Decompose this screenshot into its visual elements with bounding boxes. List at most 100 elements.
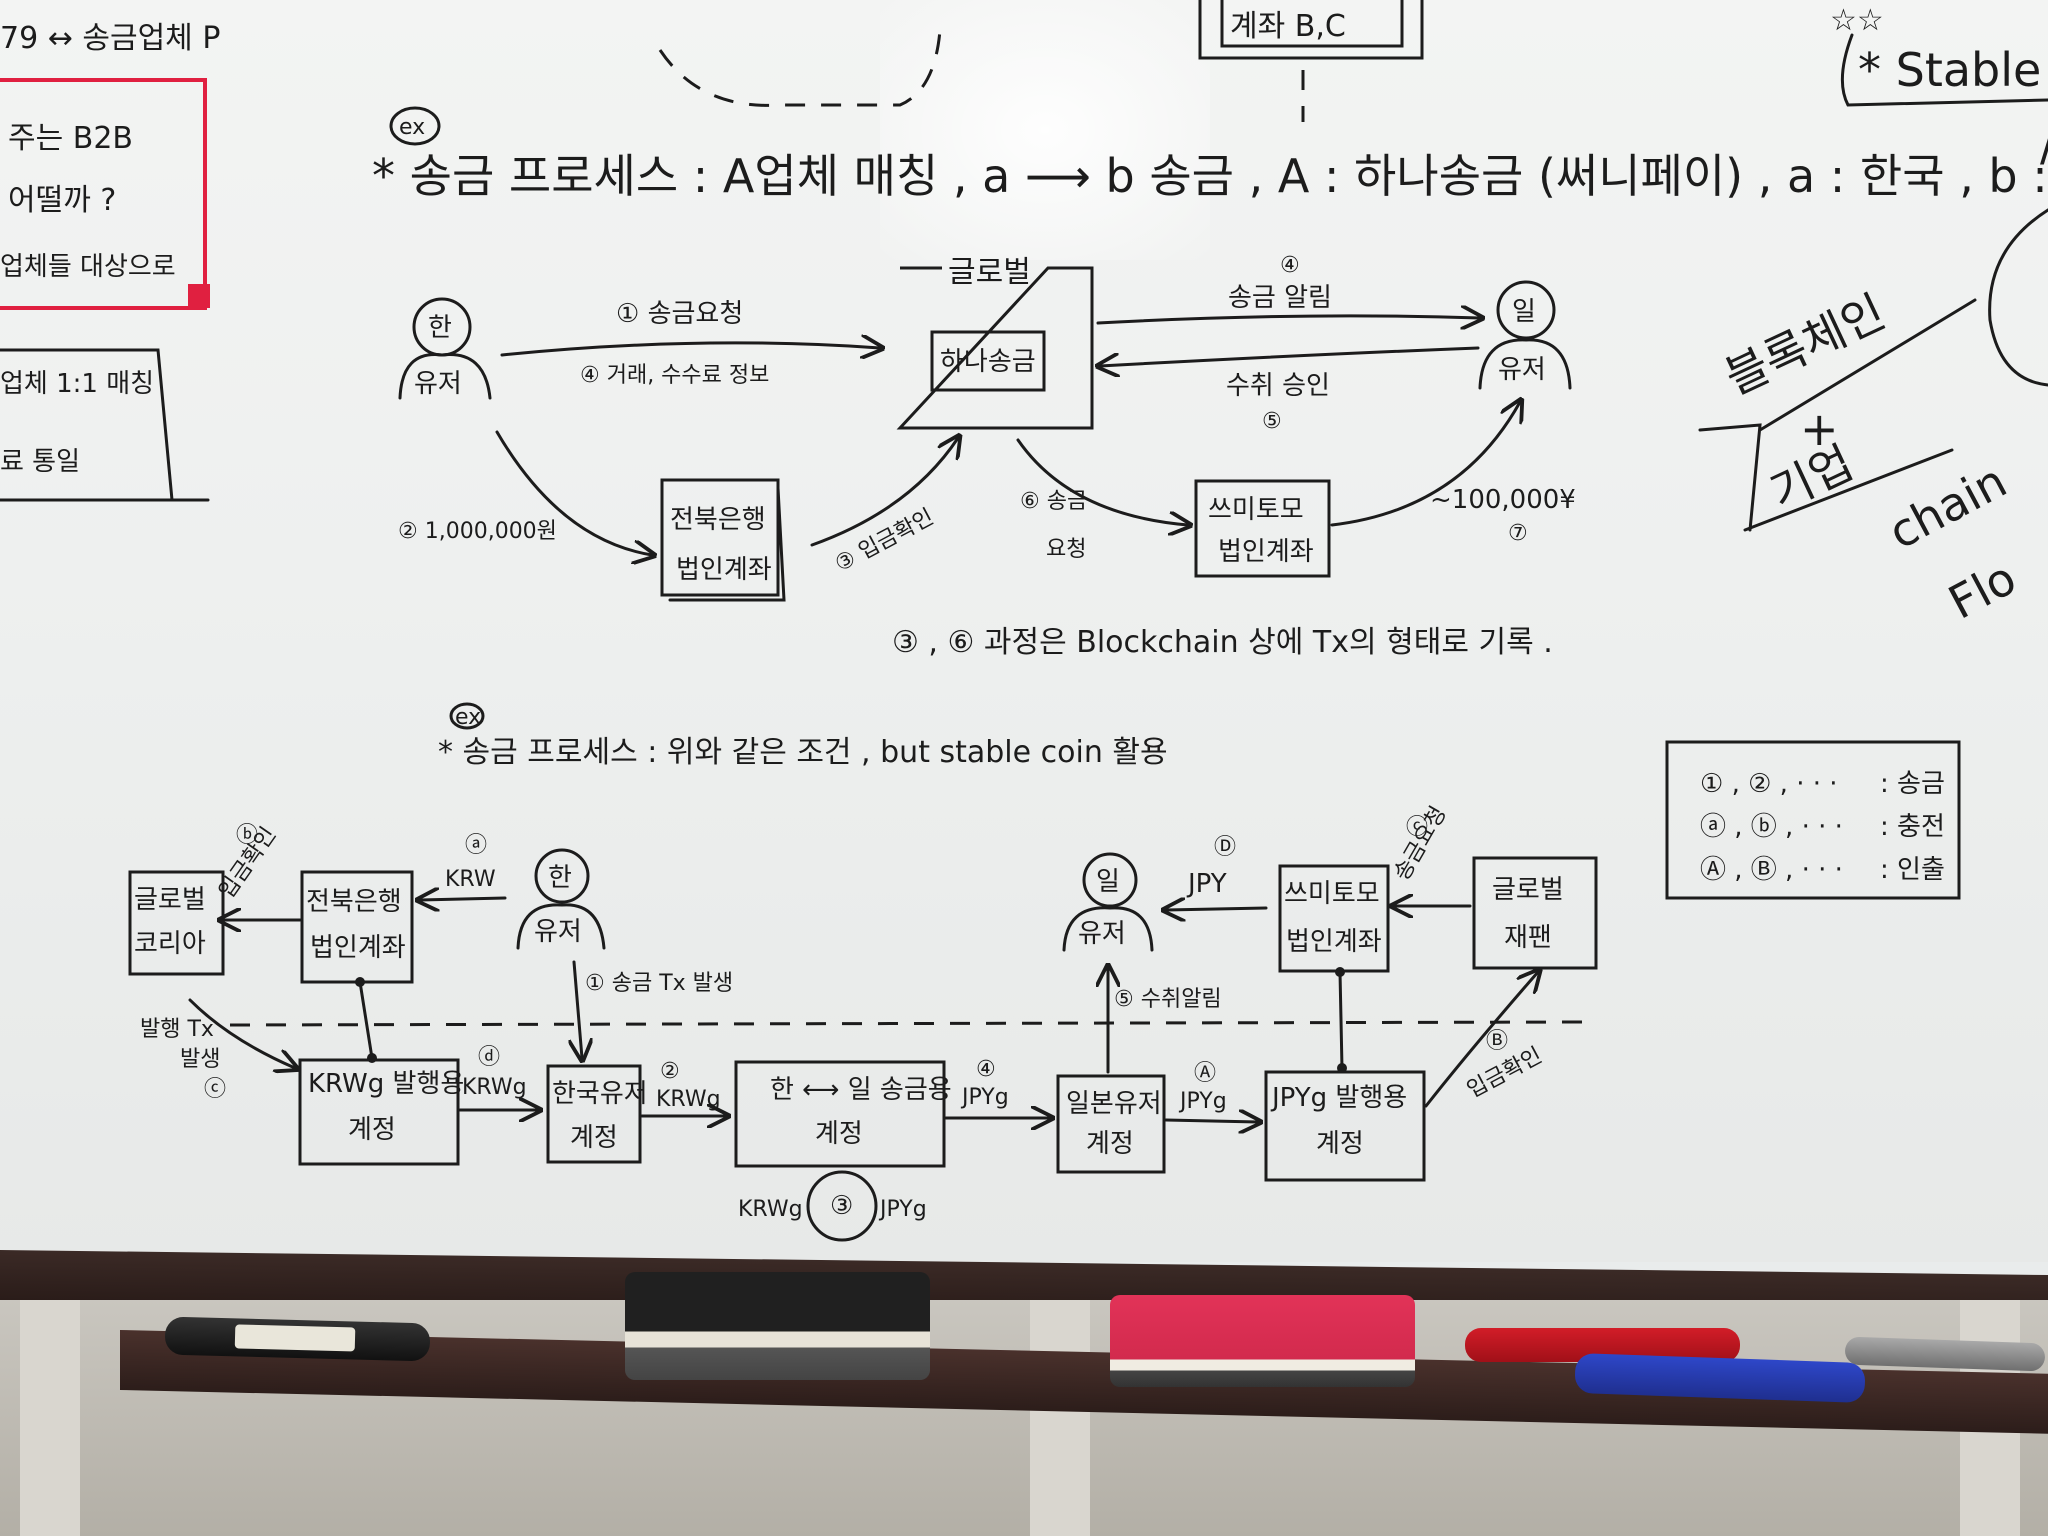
wall-post-center xyxy=(1030,1300,1090,1536)
s2-ex-circle xyxy=(449,702,485,730)
top-center-box xyxy=(1198,0,1424,60)
s2-lbl-step4-num: ④ xyxy=(976,1057,996,1082)
s1-hana-label: 하나송금 xyxy=(940,347,1036,377)
s2-ex-tag: ex xyxy=(455,705,481,730)
s2-link-dot-4 xyxy=(1337,1063,1347,1073)
s1-japan-user-body xyxy=(1478,338,1572,390)
s2-lbl-krw: KRW xyxy=(445,867,496,892)
s2-lbl-step4-txt: JPYg xyxy=(960,1085,1009,1110)
s2-exchange-acct-line-2: 계정 xyxy=(815,1119,863,1149)
s2-kr-user-acct-line-1: 한국유저 xyxy=(552,1079,648,1109)
s1-arrow-confirm xyxy=(810,438,958,547)
s1-arrow-5-num: ⑤ xyxy=(1262,409,1282,434)
s1-japan-user-label: 유저 xyxy=(1498,355,1546,385)
black-marker[interactable] xyxy=(164,1316,431,1362)
s1-arrow-7-label: ~100,000¥ xyxy=(1430,485,1576,515)
s1-mizuho-line-1: 쓰미토모 xyxy=(1208,495,1304,525)
s1-mizuho-line-2: 법인계좌 xyxy=(1218,537,1314,567)
s2-japan-user-body xyxy=(1062,906,1154,952)
red-eraser[interactable] xyxy=(1110,1295,1415,1387)
s1-ex-tag: ex xyxy=(399,115,425,140)
s2-krw-issue-line-2: 계정 xyxy=(348,1115,396,1145)
s2-lbl-B-num: Ⓑ xyxy=(1486,1029,1508,1054)
top-right-bracket xyxy=(1840,33,2048,107)
s2-kr-user-acct-line-2: 계정 xyxy=(570,1123,618,1153)
corner-box-line-2: 료 통일 xyxy=(0,447,80,477)
s2-mizuho-box xyxy=(1278,864,1390,973)
s2-lbl-step3-left: KRWg xyxy=(738,1197,803,1222)
s2-arrow-D xyxy=(1166,908,1268,910)
corner-red-box xyxy=(0,78,207,310)
s2-jp-user-acct-line-1: 일본유저 xyxy=(1066,1089,1162,1119)
s2-lbl-krwg: KRWg xyxy=(462,1075,527,1100)
s2-lbl-A-txt: JPYg xyxy=(1178,1089,1227,1114)
legend-row-2-value: : 충전 xyxy=(1880,812,1945,842)
s2-lbl-issue-tx-3: ⓒ xyxy=(204,1077,226,1102)
s1-japan-user-head xyxy=(1496,280,1556,340)
right-note-1: 블록체인 xyxy=(1717,284,1893,404)
s2-step3-cycle xyxy=(806,1170,878,1242)
s1-ex-circle xyxy=(389,106,441,146)
whiteboard xyxy=(0,0,2048,1262)
s2-japan-user-head xyxy=(1082,852,1138,908)
s1-jeonbuk-box xyxy=(660,478,780,597)
s2-global-japan-line-1: 글로벌 xyxy=(1492,875,1564,905)
legend-row-3-value: : 인출 xyxy=(1880,855,1945,885)
right-edge-slash: / xyxy=(2040,117,2048,171)
s2-lbl-b: ⓑ xyxy=(236,823,258,848)
s2-link-jeonbuk-krw xyxy=(358,980,374,1060)
corner-red-line-3: 업체들 대상으로 xyxy=(0,252,176,282)
s2-korea-user-label: 유저 xyxy=(534,917,582,947)
corner-red-line-1: 주는 B2B xyxy=(8,121,133,156)
s2-lbl-d: ⓓ xyxy=(478,1045,500,1070)
s1-arrow-payout xyxy=(1330,402,1520,527)
s2-global-korea-line-1: 글로벌 xyxy=(134,885,206,915)
s1-korea-user-body xyxy=(398,353,492,400)
s1-arrow-6-line-2: 요청 xyxy=(1046,537,1086,562)
s1-arrow-request xyxy=(500,343,880,355)
s2-korea-user-head xyxy=(534,848,590,904)
top-center-box-inner xyxy=(1220,0,1404,48)
s1-arrow-approve xyxy=(1100,346,1480,366)
s2-lbl-A-num: Ⓐ xyxy=(1194,1061,1216,1086)
s2-lbl-step2-txt: KRWg xyxy=(656,1087,721,1112)
right-note-5: Flo xyxy=(1940,550,2025,629)
s2-exchange-acct-line-1: 한 ⟷ 일 송금용 xyxy=(770,1075,952,1105)
s2-link-dot-2 xyxy=(367,1053,377,1063)
s2-mizuho-line-1: 쓰미토모 xyxy=(1284,879,1380,909)
s2-lbl-c: ⓒ xyxy=(1406,815,1428,840)
right-edge-bracket xyxy=(1698,298,1977,532)
s2-lbl-step2-num: ② xyxy=(660,1059,680,1084)
s2-jp-user-acct-line-2: 계정 xyxy=(1086,1129,1134,1159)
top-right-note: * Stable C xyxy=(1858,43,2048,97)
corner-header: 79 ↔ 송금업체 P xyxy=(0,21,220,56)
s1-arrow-6-line-1: ⑥ 송금 xyxy=(1020,489,1087,514)
legend-box xyxy=(1665,740,1961,900)
s2-lbl-a: ⓐ xyxy=(465,833,487,858)
s2-krw-issue-box xyxy=(298,1058,460,1166)
black-eraser[interactable] xyxy=(625,1272,930,1380)
s2-lbl-D-txt: JPY xyxy=(1186,869,1227,899)
wall-post-left xyxy=(20,1300,80,1536)
s1-korea-user-flag: 한 xyxy=(428,313,452,343)
top-dashed-arc xyxy=(658,29,942,107)
s2-lbl-issue-tx-1: 발행 Tx xyxy=(140,1017,214,1042)
s1-globalist-label: 글로벌 xyxy=(948,255,1031,290)
s2-arrow-krw-deposit xyxy=(420,898,507,900)
s1-title: * 송금 프로세스 : A업체 매칭 , a ⟶ b 송금 , A : 하나송금… xyxy=(372,149,2048,203)
right-edge-circle xyxy=(1988,208,2048,387)
s2-global-korea-line-2: 코리아 xyxy=(134,929,206,959)
s2-korea-user-flag: 한 xyxy=(548,863,572,893)
s2-jpy-issue-line-2: 계정 xyxy=(1316,1129,1364,1159)
s1-korea-user-label: 유저 xyxy=(414,369,462,399)
s2-exchange-acct-box xyxy=(734,1060,946,1168)
s2-global-japan-line-2: 재팬 xyxy=(1504,923,1552,953)
s1-arrow-4-label: 송금 알림 xyxy=(1228,283,1332,313)
s1-arrow-deposit xyxy=(495,430,652,555)
black-marker-label xyxy=(234,1324,356,1352)
s2-lbl-issue-tx-2: 발생 xyxy=(180,1047,220,1072)
s1-arrow-alarm xyxy=(1096,316,1480,323)
s2-jpy-issue-line-1: JPYg 발행용 xyxy=(1270,1083,1407,1113)
s1-arrow-3-label: ③ 입금확인 xyxy=(831,505,938,578)
s1-arrow-1-label: ① 송금요청 xyxy=(616,299,743,329)
